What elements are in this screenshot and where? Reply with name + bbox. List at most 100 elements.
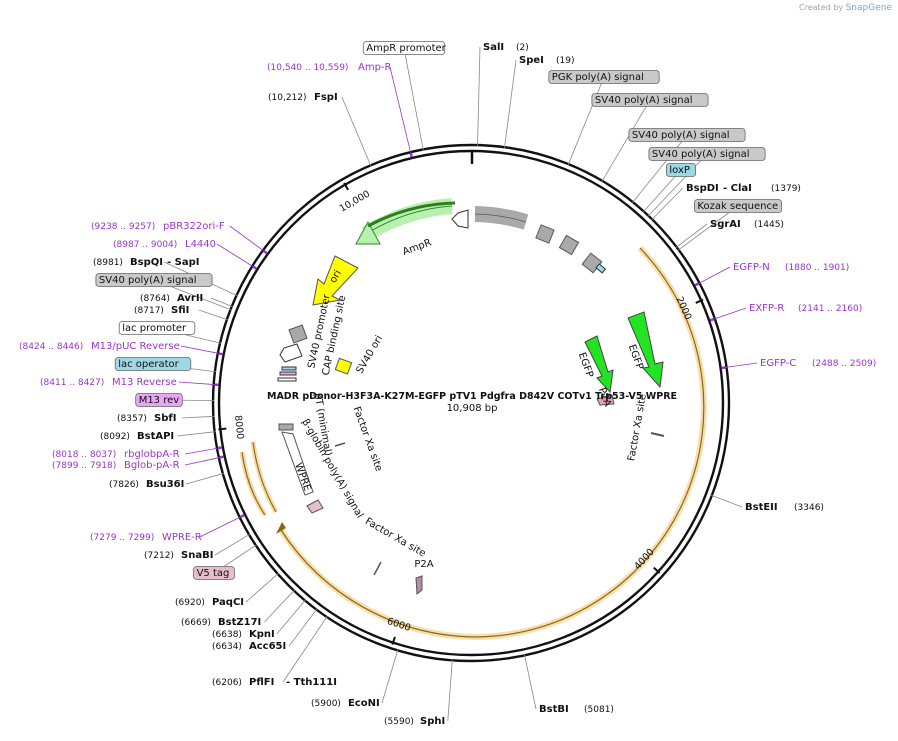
- feature-label: Bglob-pA-R(7899 .. 7918): [52, 460, 180, 471]
- feature-label: SV40 poly(A) signal: [95, 273, 213, 287]
- leader-line: [381, 649, 399, 704]
- leader-line: [504, 59, 517, 149]
- label-position: (6638): [212, 630, 242, 640]
- label-name: AvrII: [177, 293, 203, 304]
- label-box: [114, 357, 192, 371]
- ori-feature: [312, 255, 359, 306]
- feature-name: Factor Xa site: [626, 393, 649, 462]
- label-extra: - ClaI: [723, 183, 752, 194]
- label-name: BspDI: [686, 183, 719, 194]
- feature-label: AvrII(8764): [140, 293, 203, 304]
- feature-label: M13/pUC Reverse(8424 .. 8446): [19, 341, 180, 352]
- leader-line: [403, 47, 424, 151]
- feature-label: SV40 poly(A) signal: [591, 93, 709, 107]
- sv40-polya-2: [558, 234, 580, 256]
- sv40-ori-feature: [334, 357, 353, 375]
- feature-label: PflFI- Tth111I(6206): [212, 677, 337, 688]
- plasmid-name: MADR pDonor-H3F3A-K27M-EGFP pTV1 Pdgfra …: [267, 391, 677, 402]
- leader-line: [282, 615, 328, 683]
- label-extra: - SapI: [167, 257, 199, 268]
- label-name: WPRE-R: [162, 532, 202, 543]
- feature-labels: AmpR promoter SalI(2) SpeI(19) PGK poly(A) …: [19, 41, 876, 727]
- feature-label: BstBI(5081): [539, 704, 614, 715]
- label-position: (8357): [117, 414, 147, 424]
- leader-line: [477, 46, 481, 147]
- feature-name: SV40 ori: [355, 334, 386, 376]
- pgk-polya-outline: [474, 213, 527, 223]
- label-name: M13 rev: [139, 395, 180, 406]
- label-position: (6920): [175, 598, 205, 608]
- feature-label: AmpR promoter: [362, 41, 447, 55]
- leader-line: [178, 381, 215, 385]
- feature-label: SalI(2): [483, 42, 529, 53]
- label-position: (1445): [754, 220, 784, 230]
- leader-line: [698, 266, 731, 284]
- label-name: SalI: [483, 42, 504, 53]
- leader-line: [184, 447, 219, 455]
- orange-ring-right-line: [474, 247, 705, 638]
- watermark: Created by SnapGene: [799, 3, 892, 13]
- feature-label: WPRE-R(7279 .. 7299): [90, 532, 202, 543]
- leader-line: [642, 169, 682, 213]
- wpre-feature: [281, 431, 314, 496]
- feature-label: BstZ17I(6669): [181, 617, 261, 628]
- v5-tag-feature: [306, 499, 324, 514]
- label-position: (8981): [93, 258, 123, 268]
- label-position: (10,540 .. 10,559): [267, 63, 348, 73]
- leader-line: [245, 572, 279, 603]
- feature-label: EXFP-R(2141 .. 2160): [749, 303, 862, 314]
- feature-name: Factor Xa site: [363, 516, 427, 560]
- factor-xa-mark-2: [373, 561, 382, 576]
- label-name: Bglob-pA-R: [124, 460, 180, 471]
- label-name: PflFI: [249, 677, 274, 688]
- watermark-prefix: Created by: [799, 3, 844, 12]
- label-name: SV40 poly(A) signal: [632, 130, 730, 141]
- p2a-feature-2: [415, 575, 423, 595]
- feature-label: SgrAI(1445): [710, 219, 784, 230]
- leader-line: [713, 307, 747, 320]
- label-name: SfiI: [171, 305, 189, 316]
- label-name: SV40 poly(A) signal: [99, 275, 197, 286]
- leader-line: [447, 659, 453, 722]
- loxp-feature: [595, 263, 607, 274]
- feature-label: EGFP-N(1880 .. 1901): [733, 262, 849, 273]
- label-name: M13 Reverse: [112, 377, 177, 388]
- plasmid-size: 10,908 bp: [447, 403, 498, 414]
- feature-label: BstAPI(8092): [100, 431, 174, 442]
- feature-label: KpnI(6638): [212, 629, 275, 640]
- label-box: [193, 566, 235, 580]
- feature-label: FspI(10,212): [268, 92, 338, 103]
- leader-line: [180, 345, 219, 354]
- egfp-feature-2: [627, 311, 664, 389]
- sv40-polya-1: [535, 224, 555, 244]
- primer-mark: [721, 366, 726, 370]
- leader-line: [341, 96, 372, 167]
- egfp-feature-1: [584, 335, 614, 394]
- factor-xa-mark-1: [650, 432, 665, 437]
- tick-label: 10,000: [338, 189, 372, 215]
- feature-label: SpeI(19): [519, 55, 574, 66]
- label-position: (6206): [212, 678, 242, 688]
- leader-line: [651, 187, 684, 221]
- label-position: (19): [556, 56, 574, 66]
- label-name: EGFP-N: [733, 262, 770, 273]
- feature-label: PGK poly(A) signal: [548, 70, 660, 84]
- leader-line: [710, 494, 743, 508]
- orange-ring-right: [474, 245, 707, 640]
- feature-label: BspQI- SapI(8981): [93, 257, 199, 268]
- leader-line: [184, 457, 220, 466]
- label-box: [648, 147, 766, 161]
- label-name: rbglobpA-R: [124, 449, 180, 460]
- feature-label: V5 tag: [193, 566, 235, 580]
- orange-ring-bottom: [278, 528, 476, 640]
- label-name: SbfI: [154, 413, 176, 424]
- orange-arrowhead: [276, 522, 286, 534]
- amp-r-primer-bar: [367, 201, 456, 228]
- label-name: loxP: [669, 165, 690, 176]
- feature-label: M13 rev: [135, 393, 183, 407]
- feature-label: M13 Reverse(8411 .. 8427): [40, 377, 177, 388]
- label-box: [95, 273, 213, 287]
- leader-line: [389, 66, 412, 154]
- label-position: (10,212): [268, 93, 307, 103]
